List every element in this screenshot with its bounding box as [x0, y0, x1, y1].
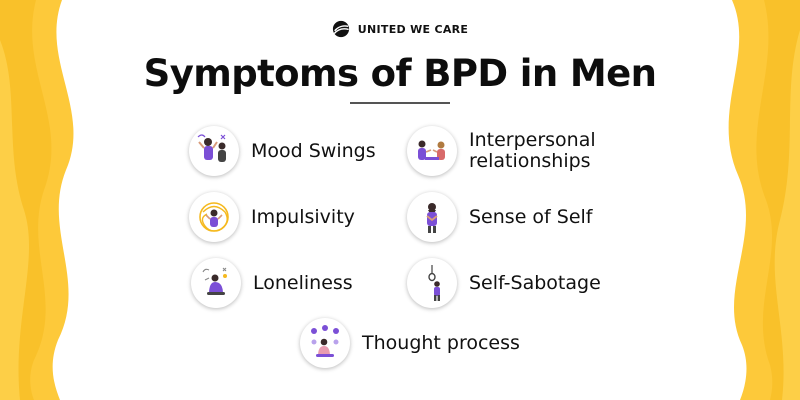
- page-title: Symptoms of BPD in Men: [143, 52, 657, 95]
- impulsivity-illustration-icon: [189, 192, 239, 242]
- left-yellow-wave-decoration: [0, 0, 74, 400]
- title-underline: [350, 102, 450, 104]
- symptom-label-self-sabotage: Self-Sabotage: [469, 271, 601, 294]
- loneliness-illustration-icon: [191, 258, 241, 308]
- brand-name: UNITED WE CARE: [357, 22, 469, 36]
- mood-swings-illustration-icon: [189, 126, 239, 176]
- united-we-care-logo-icon: [332, 20, 349, 38]
- right-yellow-wave-decoration: [728, 0, 800, 400]
- symptom-label-impulsivity: Impulsivity: [251, 205, 355, 228]
- symptom-item-sense-of-self: Sense of Self: [407, 192, 593, 242]
- symptom-item-thought-process: Thought process: [300, 318, 520, 368]
- thought-process-illustration-icon: [300, 318, 350, 368]
- brand-header: UNITED WE CARE: [0, 20, 800, 38]
- symptom-item-loneliness: Loneliness: [191, 258, 353, 308]
- symptom-item-self-sabotage: Self-Sabotage: [407, 258, 601, 308]
- symptom-item-interpersonal-relationships: Interpersonal relationships: [407, 126, 619, 176]
- symptom-item-impulsivity: Impulsivity: [189, 192, 355, 242]
- relationships-illustration-icon: [407, 126, 457, 176]
- self-sabotage-illustration-icon: [407, 258, 457, 308]
- symptom-label-mood-swings: Mood Swings: [251, 139, 376, 162]
- symptom-label-interpersonal-relationships: Interpersonal relationships: [469, 129, 596, 172]
- symptom-item-mood-swings: Mood Swings: [189, 126, 376, 176]
- symptom-label-sense-of-self: Sense of Self: [469, 205, 593, 228]
- symptom-label-loneliness: Loneliness: [253, 271, 353, 294]
- symptom-label-thought-process: Thought process: [362, 331, 520, 354]
- sense-of-self-illustration-icon: [407, 192, 457, 242]
